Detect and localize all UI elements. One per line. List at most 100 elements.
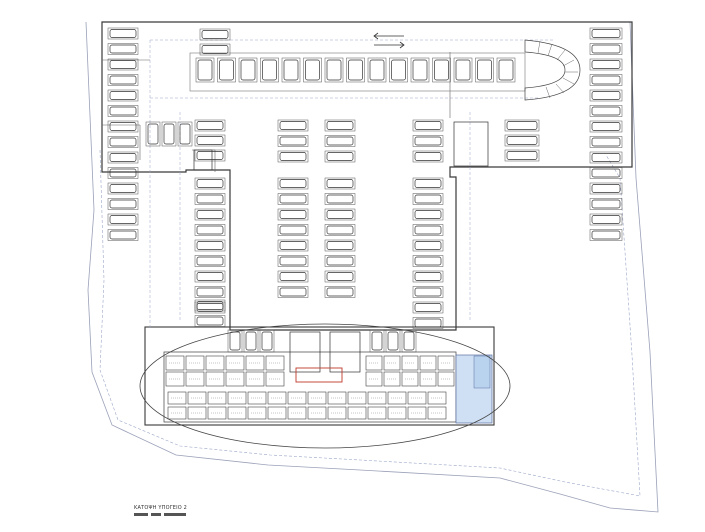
- ramp-lane: [189, 52, 526, 92]
- parking-bay: [194, 270, 226, 283]
- storage-cell: [245, 355, 265, 371]
- storage-cell: [437, 371, 455, 387]
- interior-partitions: [102, 52, 451, 172]
- parking-bay: [324, 150, 356, 163]
- parking-bay: [324, 135, 356, 147]
- parking-bay: [589, 27, 623, 40]
- lower-building-block: [144, 326, 495, 426]
- parking-bay: [589, 74, 623, 86]
- parking-bay: [194, 208, 226, 221]
- storage-cell: [287, 406, 307, 420]
- parking-bay: [504, 134, 540, 147]
- parking-bay: [324, 224, 356, 236]
- parking-bay: [277, 177, 309, 190]
- site-boundary: [85, 21, 659, 513]
- storage-cell: [205, 355, 225, 371]
- parking-bay: [389, 57, 408, 83]
- storage-cell: [207, 391, 227, 405]
- parking-bay: [589, 136, 623, 148]
- ramp-ellipse: [139, 323, 511, 449]
- parking-bay: [589, 89, 623, 102]
- storage-cell: [347, 391, 367, 405]
- storage-cell: [227, 391, 247, 405]
- storage-cell: [367, 406, 387, 420]
- scale-bar: [134, 513, 204, 516]
- storage-cell: [365, 371, 383, 387]
- parking-bay: [161, 121, 177, 147]
- parking-bay: [194, 224, 226, 236]
- parking-bay: [589, 198, 623, 210]
- parking-bay: [324, 255, 356, 267]
- parking-bay: [475, 57, 494, 83]
- parking-bay: [589, 213, 623, 226]
- storage-cells: [165, 355, 455, 420]
- parking-bay: [367, 57, 387, 83]
- parking-bay: [107, 27, 139, 40]
- storage-cell: [287, 391, 307, 405]
- parking-bay: [199, 28, 231, 41]
- storage-cell: [245, 371, 265, 387]
- parking-bay: [277, 208, 309, 221]
- storage-cell: [225, 355, 245, 371]
- storage-cell: [327, 391, 347, 405]
- parking-bay: [107, 105, 139, 117]
- storage-cell: [185, 355, 205, 371]
- parking-bay: [410, 57, 430, 83]
- parking-bay: [277, 255, 309, 267]
- curved-ramp: [524, 39, 581, 101]
- parking-bay: [107, 151, 139, 164]
- parking-bay: [227, 329, 243, 353]
- storage-cell: [383, 371, 401, 387]
- parking-bay: [589, 229, 623, 241]
- storage-cell: [267, 391, 287, 405]
- parking-bay: [401, 329, 417, 353]
- parking-bay: [303, 57, 322, 83]
- storage-cell: [419, 355, 437, 371]
- parking-bay: [589, 151, 623, 164]
- drawing-caption: ΚΑΤΟΨΗ ΥΠΟΓΕΙΟ 2: [134, 505, 188, 511]
- parking-bay: [589, 182, 623, 195]
- storage-cell: [227, 406, 247, 420]
- parking-bay: [194, 193, 226, 205]
- curved-ramp-segments: [537, 40, 578, 99]
- parking-bay: [589, 105, 623, 117]
- parking-bay: [277, 270, 309, 283]
- storage-cell: [387, 391, 407, 405]
- drive-lane-upper: [149, 39, 555, 330]
- parking-bay: [107, 136, 139, 148]
- parking-bay: [589, 167, 623, 179]
- parking-bay: [217, 57, 236, 83]
- blue-zone-top: [473, 355, 491, 389]
- traffic-arrows: [373, 32, 405, 49]
- parking-bay: [259, 329, 275, 353]
- storage-cell: [401, 371, 419, 387]
- parking-bay: [324, 193, 356, 205]
- parking-bay: [324, 177, 356, 190]
- parking-bay: [107, 213, 139, 226]
- storage-cell: [187, 391, 207, 405]
- parking-bay: [277, 224, 309, 236]
- parking-bay: [589, 58, 623, 71]
- parking-bay: [385, 329, 401, 353]
- storage-cell: [365, 355, 383, 371]
- storage-cell: [267, 406, 287, 420]
- parking-bay: [412, 317, 444, 329]
- parking-bay: [194, 315, 226, 327]
- parking-bay: [412, 301, 444, 314]
- parking-bay: [107, 89, 139, 102]
- parking-bay: [412, 208, 444, 221]
- parking-bay: [260, 57, 279, 83]
- parking-bay: [496, 57, 516, 83]
- parking-bay: [412, 193, 444, 205]
- parking-bay: [194, 149, 226, 162]
- storage-cell: [401, 355, 419, 371]
- parking-bay: [412, 286, 444, 298]
- parking-bay: [277, 135, 309, 147]
- storage-cell: [307, 406, 327, 420]
- parking-bay: [453, 57, 473, 83]
- parking-bay: [194, 177, 226, 190]
- site-boundary-dashed: [99, 149, 641, 497]
- parking-bay: [324, 119, 356, 132]
- parking-bay: [107, 74, 139, 86]
- parking-bay: [194, 239, 226, 252]
